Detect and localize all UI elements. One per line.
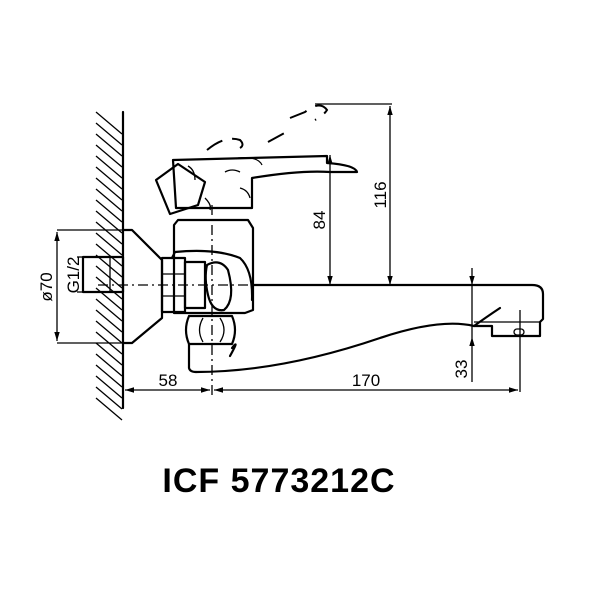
hatch-line bbox=[95, 342, 123, 366]
spout bbox=[194, 283, 545, 374]
hatch-line bbox=[95, 276, 123, 300]
hatch-line bbox=[95, 199, 123, 223]
hatch-line bbox=[95, 243, 123, 267]
label-spout-height: 33 bbox=[452, 360, 471, 379]
label-lever-height: 84 bbox=[310, 211, 329, 230]
hatch-line bbox=[95, 232, 123, 256]
hatch-line bbox=[95, 386, 123, 410]
hatch-line bbox=[95, 265, 123, 289]
hatch-line bbox=[95, 254, 123, 278]
hatch-line bbox=[95, 188, 123, 212]
hatch-line bbox=[95, 210, 123, 234]
label-thread: G1/2 bbox=[64, 257, 83, 294]
label-diameter: ø70 bbox=[37, 272, 56, 301]
label-total-height: 116 bbox=[371, 181, 390, 208]
hatch-line bbox=[95, 144, 123, 168]
hatch-line bbox=[95, 221, 123, 245]
hatch-line bbox=[95, 177, 123, 201]
diverter bbox=[184, 314, 237, 374]
hatch-line bbox=[95, 364, 123, 388]
inlet-pipe bbox=[77, 255, 125, 294]
hatch-line bbox=[95, 397, 123, 421]
hatch-line bbox=[95, 155, 123, 179]
hatch-line bbox=[95, 353, 123, 377]
hatch-line bbox=[95, 298, 123, 322]
hatch-line bbox=[95, 166, 123, 190]
hatch-line bbox=[95, 309, 123, 333]
model-number: ICF 5773212C bbox=[162, 462, 396, 500]
hatch-line bbox=[95, 133, 123, 157]
mixer-body bbox=[170, 205, 255, 395]
wall bbox=[95, 110, 125, 421]
hatch-line bbox=[95, 111, 123, 135]
label-wall-offset: 58 bbox=[159, 371, 178, 390]
hatch-line bbox=[95, 320, 123, 344]
hatch-line bbox=[95, 375, 123, 399]
lever-handle bbox=[154, 104, 359, 216]
dimension-lines bbox=[125, 103, 521, 393]
hatch-line bbox=[95, 122, 123, 146]
label-spout-reach: 170 bbox=[352, 371, 380, 390]
